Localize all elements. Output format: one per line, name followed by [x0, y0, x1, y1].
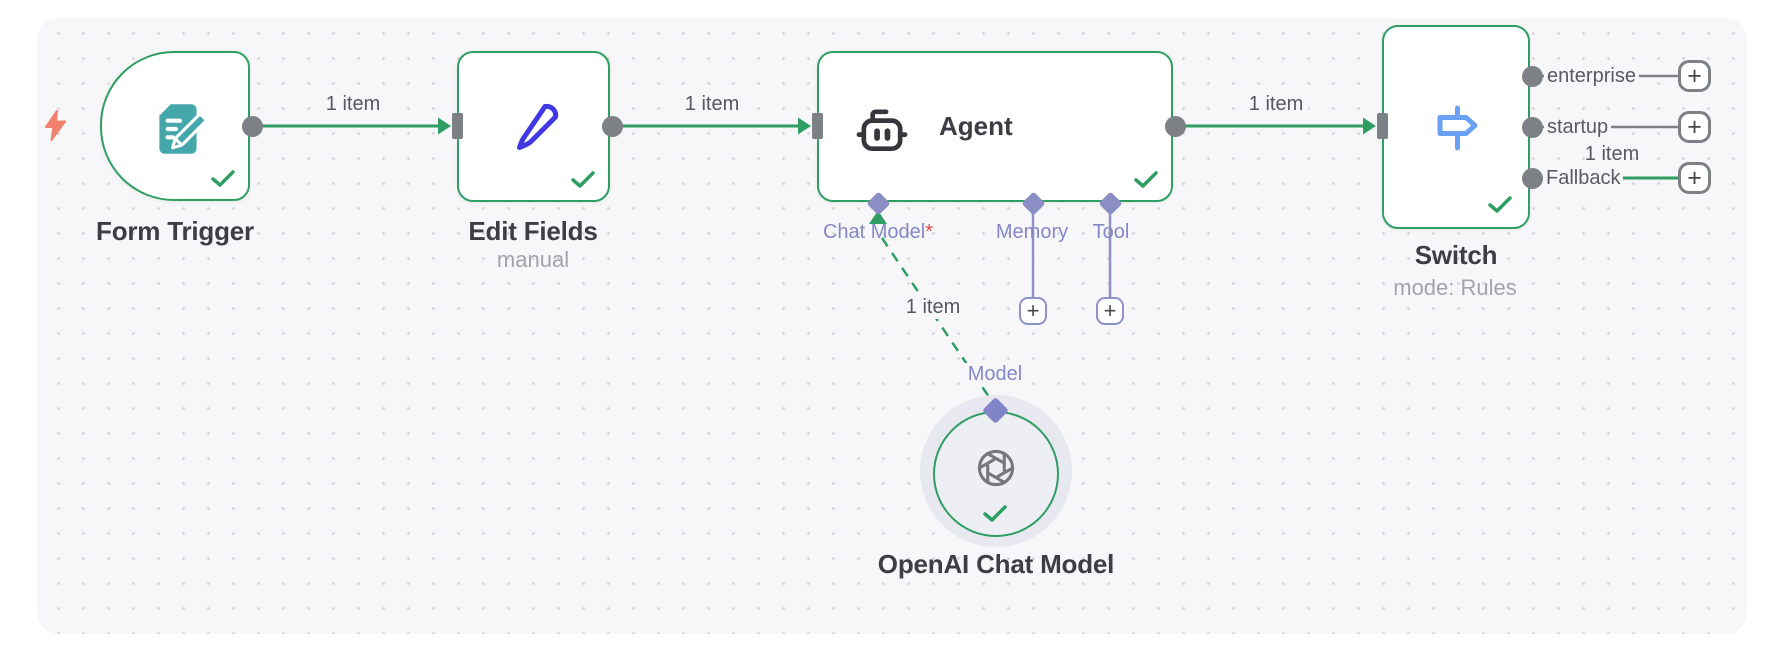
switch-output-label-startup: startup: [1544, 114, 1612, 140]
node-label-form-trigger: Form Trigger: [96, 216, 254, 246]
output-connector[interactable]: [1164, 115, 1186, 137]
plus-icon: +: [1687, 61, 1702, 90]
output-connector-startup[interactable]: [1521, 116, 1543, 138]
agent-robot-icon: [856, 109, 908, 151]
add-memory-button[interactable]: +: [1019, 297, 1047, 325]
form-trigger-icon: [159, 104, 208, 154]
add-node-fallback-button[interactable]: +: [1678, 162, 1711, 194]
edge-items-label: 1 item: [679, 92, 745, 116]
add-tool-button[interactable]: +: [1096, 297, 1124, 325]
edge-items-label: 1 item: [900, 295, 966, 319]
plus-icon: +: [1687, 112, 1702, 141]
switch-output-label-enterprise: enterprise: [1544, 63, 1639, 89]
node-label-switch: Switch: [1414, 240, 1498, 270]
node-edit-fields[interactable]: [457, 51, 610, 202]
success-check-icon: [1134, 171, 1158, 188]
lightning-icon: [45, 110, 66, 141]
node-label-openai-chat-model: OpenAI Chat Model: [877, 549, 1115, 579]
output-connector[interactable]: [241, 115, 263, 137]
required-asterisk: *: [925, 221, 934, 243]
node-inner-label-agent: Agent: [939, 111, 1013, 141]
success-check-icon: [571, 171, 595, 188]
port-label-memory: Memory: [995, 221, 1069, 243]
node-subtitle-edit-fields: manual: [496, 247, 570, 272]
switch-signpost-icon: [1437, 105, 1478, 151]
output-connector-enterprise[interactable]: [1521, 65, 1543, 87]
node-agent[interactable]: Agent: [817, 51, 1173, 202]
port-label-chat-model-text: Chat Model: [822, 221, 926, 243]
output-connector[interactable]: [601, 115, 623, 137]
input-connector[interactable]: [1376, 113, 1388, 139]
plus-icon: +: [1687, 163, 1702, 192]
output-connector-fallback[interactable]: [1521, 167, 1543, 189]
port-label-tool: Tool: [1092, 221, 1130, 243]
input-connector[interactable]: [811, 113, 823, 139]
edge-items-label: 1 item: [1584, 143, 1640, 165]
edit-fields-icon: [517, 103, 559, 150]
plus-icon: +: [1026, 298, 1040, 323]
input-connector[interactable]: [451, 113, 463, 139]
edge-items-label: 1 item: [320, 92, 386, 116]
success-check-icon: [1488, 196, 1512, 213]
openai-icon: [977, 449, 1015, 487]
add-node-startup-button[interactable]: +: [1678, 111, 1711, 143]
switch-output-label-fallback: Fallback: [1543, 165, 1624, 191]
node-switch[interactable]: [1382, 25, 1530, 229]
node-subtitle-switch: mode: Rules: [1393, 275, 1517, 300]
port-label-model: Model: [963, 363, 1027, 385]
edge-items-label: 1 item: [1243, 92, 1309, 116]
success-check-icon: [211, 170, 235, 187]
success-check-icon: [983, 505, 1007, 522]
node-label-edit-fields: Edit Fields: [468, 216, 598, 246]
port-label-chat-model: Chat Model*: [823, 221, 933, 243]
add-node-enterprise-button[interactable]: +: [1678, 60, 1711, 92]
node-form-trigger[interactable]: [100, 51, 250, 201]
node-openai-chat-model[interactable]: [933, 411, 1059, 537]
plus-icon: +: [1103, 298, 1117, 323]
